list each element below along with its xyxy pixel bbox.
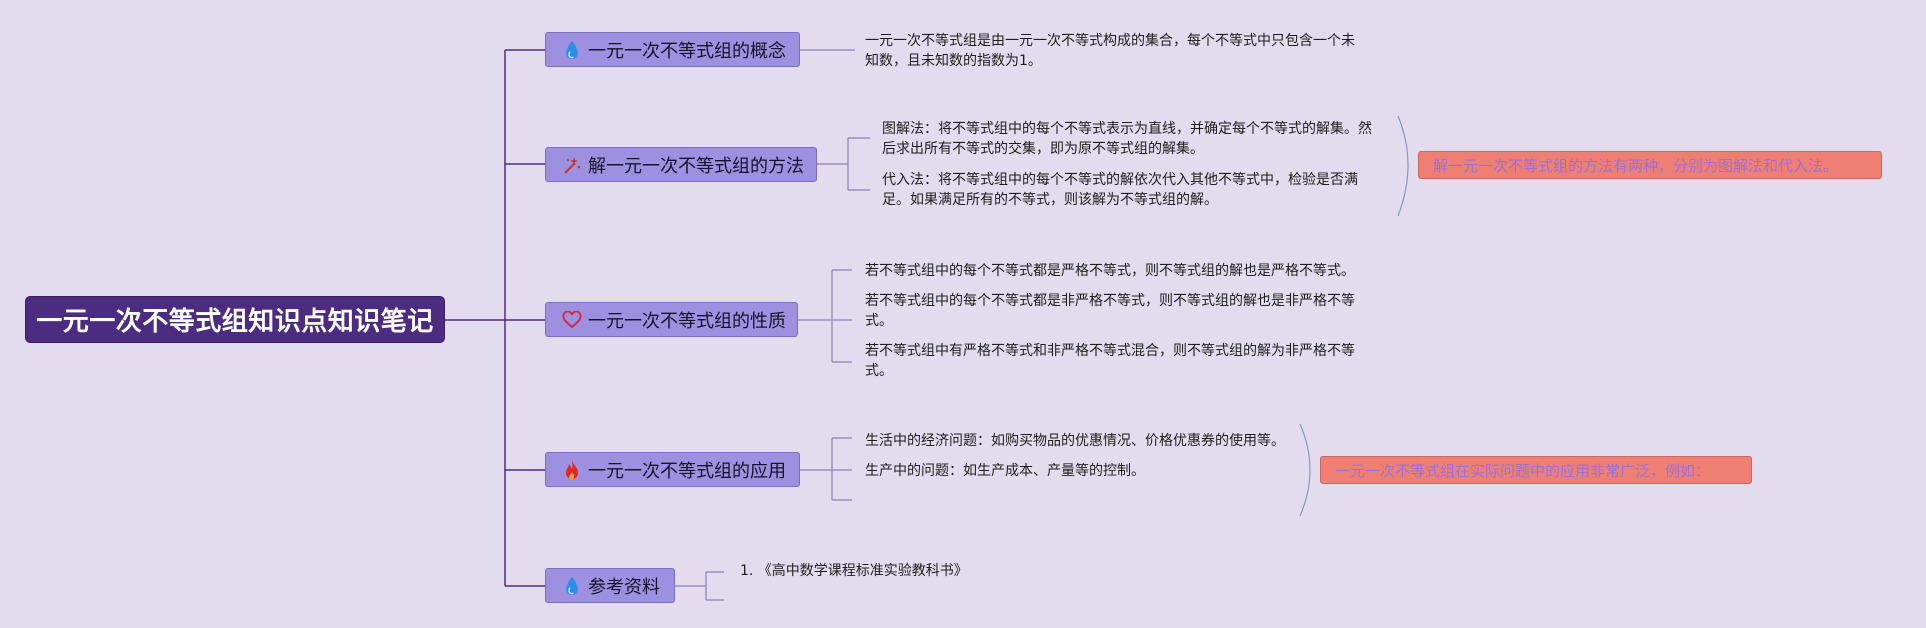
sparkle-wand-icon [562,154,582,176]
method-note-graph: 图解法：将不等式组中的每个不等式表示为直线，并确定每个不等式的解集。然后求出所有… [882,121,1372,157]
root-topic[interactable]: 一元一次不等式组知识点知识笔记 [25,296,445,343]
property-note-3: 若不等式组中有严格不等式和非严格不等式混合，则不等式组的解为非严格不等式。 [865,343,1355,379]
application-summary[interactable]: 一元一次不等式组在实际问题中的应用非常广泛，例如： [1320,456,1752,484]
droplet-icon [562,575,582,597]
heart-icon [562,309,582,331]
application-note-1: 生活中的经济问题：如购买物品的优惠情况、价格优惠券的使用等。 [865,433,1285,449]
method-summary[interactable]: 解一元一次不等式组的方法有两种，分别为图解法和代入法。 [1418,151,1882,179]
application-summary-label: 一元一次不等式组在实际问题中的应用非常广泛，例如： [1335,461,1711,480]
concept-note: 一元一次不等式组是由一元一次不等式构成的集合，每个不等式中只包含一个未知数，且未… [865,33,1355,69]
application-summary-brace [1299,423,1311,517]
branch-properties-label: 一元一次不等式组的性质 [588,310,786,332]
method-summary-label: 解一元一次不等式组的方法有两种，分别为图解法和代入法。 [1433,156,1839,175]
method-summary-brace [1397,115,1409,217]
method-note-substitution: 代入法：将不等式组中的每个不等式的解依次代入其他不等式中，检验是否满足。如果满足… [882,172,1358,208]
application-note-2: 生产中的问题：如生产成本、产量等的控制。 [865,463,1145,479]
branch-concept-label: 一元一次不等式组的概念 [588,40,786,62]
branch-concept[interactable]: 一元一次不等式组的概念 [545,32,800,67]
branch-properties[interactable]: 一元一次不等式组的性质 [545,302,798,337]
root-topic-label: 一元一次不等式组知识点知识笔记 [36,307,434,337]
droplet-icon [562,39,582,61]
branch-method[interactable]: 解一元一次不等式组的方法 [545,147,817,182]
property-note-1: 若不等式组中的每个不等式都是严格不等式，则不等式组的解也是严格不等式。 [865,263,1355,279]
branch-method-label: 解一元一次不等式组的方法 [588,155,804,177]
branch-applications[interactable]: 一元一次不等式组的应用 [545,452,800,487]
branch-references-label: 参考资料 [588,576,660,598]
branch-applications-label: 一元一次不等式组的应用 [588,460,786,482]
reference-note-1: 1. 《高中数学课程标准实验教科书》 [740,563,968,579]
branch-references[interactable]: 参考资料 [545,568,675,603]
fire-icon [562,459,582,481]
property-note-2: 若不等式组中的每个不等式都是非严格不等式，则不等式组的解也是非严格不等式。 [865,293,1355,329]
